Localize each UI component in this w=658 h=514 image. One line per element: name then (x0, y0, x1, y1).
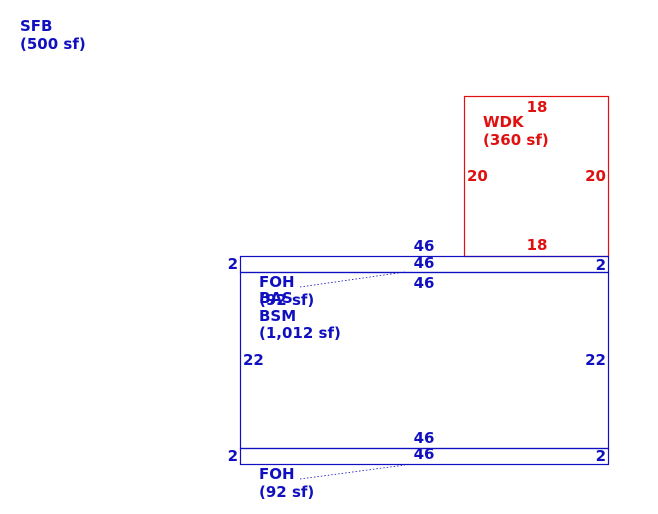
bsm-area: (1,012 sf) (259, 324, 341, 342)
foh-bottom-leader-line (299, 464, 406, 480)
sfb-code: SFB (20, 17, 52, 35)
wdk-code: WDK (483, 113, 525, 131)
foh-bottom-section: 46 2 2 FOH (92 sf) (228, 445, 610, 501)
wdk-area: (360 sf) (483, 131, 549, 149)
wdk-top-dimension: 18 (527, 98, 548, 116)
bsm-section: 46 46 22 22 BAS BSM (1,012 sf) (239, 271, 610, 450)
foh-top-top-dimension: 46 (414, 237, 435, 255)
foh-top-bottom-dimension: 46 (414, 254, 435, 272)
foh-bottom-code: FOH (259, 465, 295, 483)
foh-bottom-area: (92 sf) (259, 483, 314, 501)
foh-bottom-bottom-dimension: 46 (414, 445, 435, 463)
sfb-area: (500 sf) (20, 35, 86, 53)
bsm-top-dimension: 46 (414, 274, 435, 292)
wdk-left-dimension: 20 (467, 167, 488, 185)
foh-bottom-left-dimension: 2 (228, 447, 238, 465)
bas-code: BAS (259, 289, 293, 307)
foh-top-right-dimension: 2 (596, 256, 606, 274)
foh-top-area: (92 sf) (259, 291, 314, 309)
wdk-bottom-dimension: 18 (527, 236, 548, 254)
bsm-code: BSM (259, 307, 296, 325)
bsm-left-dimension: 22 (243, 351, 264, 369)
foh-top-leader-line (299, 271, 406, 288)
foh-top-section: 46 46 2 2 FOH (92 sf) (228, 237, 610, 309)
foh-bottom-right-dimension: 2 (596, 447, 606, 465)
foh-top-code: FOH (259, 273, 295, 291)
foh-top-left-dimension: 2 (228, 255, 238, 273)
wdk-section: 18 18 20 20 WDK (360 sf) (463, 95, 610, 258)
bsm-right-dimension: 22 (585, 351, 606, 369)
bsm-bottom-dimension: 46 (414, 429, 435, 447)
wdk-right-dimension: 20 (585, 167, 606, 185)
sfb-area-label: SFB (500 sf) (20, 17, 86, 53)
foh-bottom-outline (239, 447, 610, 466)
